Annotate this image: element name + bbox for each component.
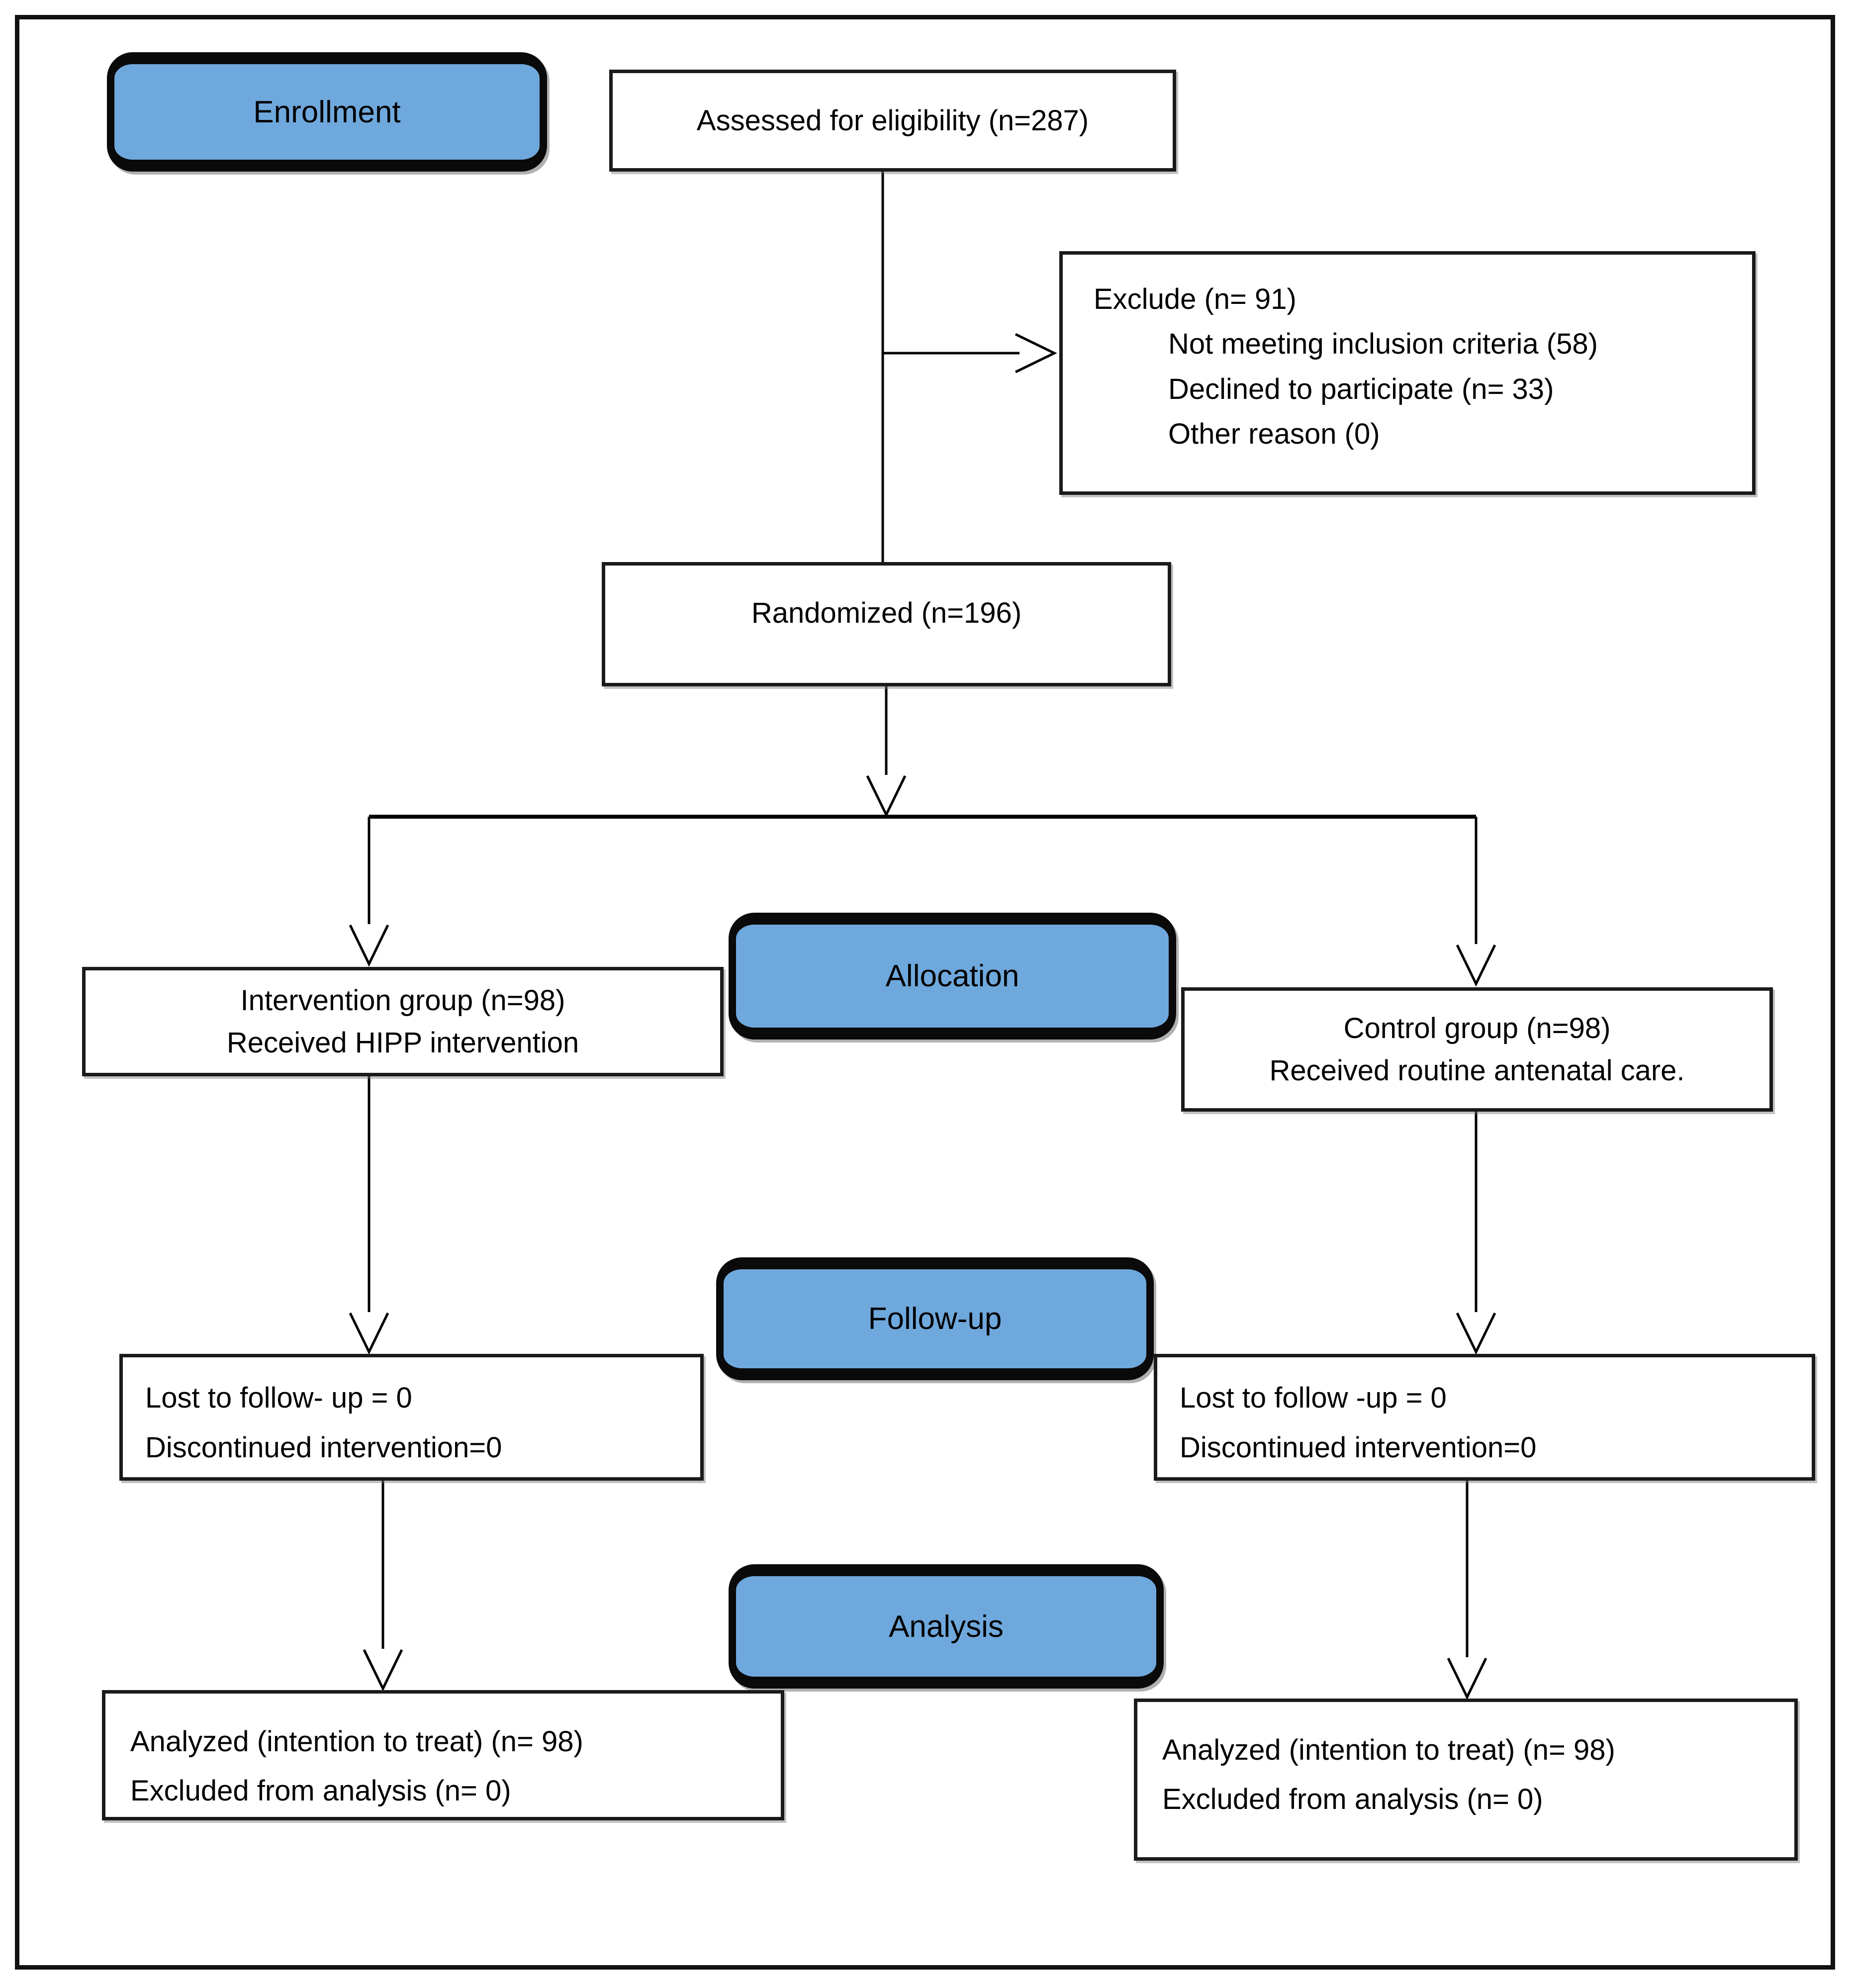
assessed-box: Assessed for eligibility (n=287) xyxy=(609,70,1176,172)
control-line1: Control group (n=98) xyxy=(1343,1012,1611,1044)
stage-analysis-label: Analysis xyxy=(889,1609,1004,1644)
followup-left-line2: Discontinued intervention=0 xyxy=(145,1431,502,1464)
stage-enrollment-label: Enrollment xyxy=(253,95,401,129)
stage-analysis: Analysis xyxy=(729,1564,1164,1689)
randomized-box: Randomized (n=196) xyxy=(602,562,1171,686)
arrowhead-control xyxy=(1456,944,1496,987)
analyzed-left-box: Analyzed (intention to treat) (n= 98) Ex… xyxy=(102,1690,784,1820)
followup-right-line1: Lost to follow -up = 0 xyxy=(1180,1382,1447,1414)
arrowhead-lost-left xyxy=(349,1312,389,1355)
followup-right-box: Lost to follow -up = 0 Discontinued inte… xyxy=(1154,1354,1815,1481)
stage-followup: Follow-up xyxy=(716,1257,1154,1380)
arrowhead-lost-right xyxy=(1456,1312,1496,1355)
stage-allocation-label: Allocation xyxy=(885,959,1020,993)
followup-left-line1: Lost to follow- up = 0 xyxy=(145,1382,412,1414)
followup-right-line2: Discontinued intervention=0 xyxy=(1180,1431,1537,1464)
intervention-group-box: Intervention group (n=98) Received HIPP … xyxy=(82,967,724,1076)
exclude-title: Exclude (n= 91) xyxy=(1094,283,1297,315)
analyzed-right-line2: Excluded from analysis (n= 0) xyxy=(1162,1783,1543,1815)
arrowhead-analyzed-right xyxy=(1447,1657,1487,1700)
stage-followup-label: Follow-up xyxy=(868,1302,1002,1336)
exclude-item: Other reason (0) xyxy=(1168,418,1380,451)
analyzed-left-line1: Analyzed (intention to treat) (n= 98) xyxy=(130,1725,583,1758)
intervention-line1: Intervention group (n=98) xyxy=(240,984,565,1017)
exclude-box: Exclude (n= 91) Not meeting inclusion cr… xyxy=(1059,251,1756,495)
analyzed-left-line2: Excluded from analysis (n= 0) xyxy=(130,1774,511,1807)
stage-allocation: Allocation xyxy=(729,913,1176,1040)
arrowhead-exclude xyxy=(1015,333,1057,374)
exclude-item: Not meeting inclusion criteria (58) xyxy=(1168,328,1598,361)
exclude-item: Declined to participate (n= 33) xyxy=(1168,373,1554,405)
randomized-text: Randomized (n=196) xyxy=(751,597,1022,629)
arrowhead-junction xyxy=(866,775,907,818)
control-line2: Received routine antenatal care. xyxy=(1269,1054,1685,1087)
analyzed-right-line1: Analyzed (intention to treat) (n= 98) xyxy=(1162,1734,1615,1766)
diagram-outer-border xyxy=(15,15,1835,1970)
stage-enrollment: Enrollment xyxy=(107,52,547,172)
arrowhead-analyzed-left xyxy=(363,1649,403,1692)
analyzed-right-box: Analyzed (intention to treat) (n= 98) Ex… xyxy=(1134,1699,1798,1861)
assessed-text: Assessed for eligibility (n=287) xyxy=(696,104,1089,137)
followup-left-box: Lost to follow- up = 0 Discontinued inte… xyxy=(119,1354,704,1481)
control-group-box: Control group (n=98) Received routine an… xyxy=(1181,987,1773,1112)
intervention-line2: Received HIPP intervention xyxy=(226,1027,579,1059)
arrowhead-intervention xyxy=(349,924,389,967)
